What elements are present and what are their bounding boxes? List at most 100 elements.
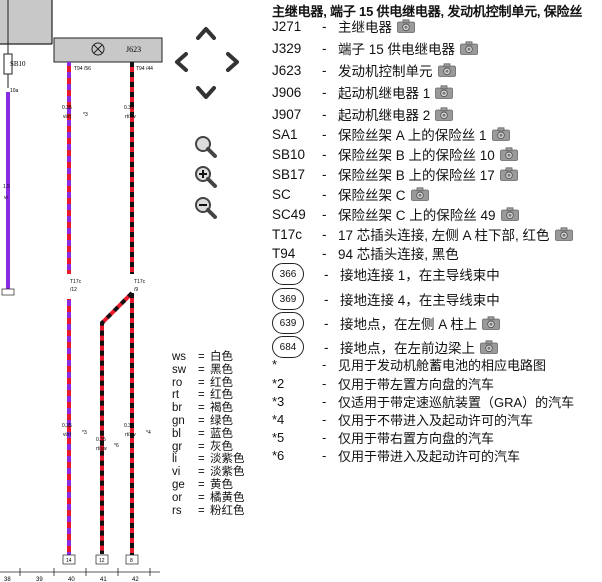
legend-code: li bbox=[172, 453, 178, 466]
ecu-box bbox=[53, 37, 163, 63]
component-description: 17 芯插头连接, 左侧 A 柱下部, 红色 bbox=[338, 228, 550, 243]
component-code: J906 bbox=[272, 84, 302, 100]
svg-text:vi: vi bbox=[4, 195, 8, 201]
legend-row: br=褐色 bbox=[172, 402, 245, 415]
svg-text:0.35: 0.35 bbox=[124, 423, 134, 429]
legend-color-name: 灰色 bbox=[210, 440, 233, 453]
ground-entry: 684-接地点，在左前边梁上 bbox=[272, 335, 498, 359]
legend-row: bl=蓝色 bbox=[172, 428, 245, 441]
component-entry: SA1 -保险丝架 A 上的保险丝 1 bbox=[272, 124, 510, 144]
legend-row: vi=淡紫色 bbox=[172, 466, 245, 479]
entry-separator: - bbox=[322, 429, 327, 445]
zoom-out-icon[interactable] bbox=[193, 195, 219, 221]
camera-icon[interactable] bbox=[397, 19, 415, 33]
svg-text:SB10: SB10 bbox=[10, 60, 26, 68]
component-description: 保险丝架 A 上的保险丝 1 bbox=[338, 128, 487, 143]
component-code: T94 bbox=[272, 245, 296, 261]
svg-text:T17c: T17c bbox=[134, 279, 146, 285]
svg-text:0.35: 0.35 bbox=[62, 423, 72, 429]
ground-entry: 366-接地连接 1，在主导线束中 bbox=[272, 262, 500, 286]
entry-separator: - bbox=[322, 226, 327, 242]
legend-separator: = bbox=[198, 414, 205, 427]
svg-text:0.35: 0.35 bbox=[96, 437, 106, 443]
chevron-right-icon[interactable] bbox=[220, 49, 246, 75]
component-entry: SC-保险丝架 C bbox=[272, 184, 429, 204]
component-code: SC bbox=[272, 186, 291, 202]
component-description: 保险丝架 B 上的保险丝 17 bbox=[338, 168, 495, 183]
camera-icon[interactable] bbox=[554, 227, 573, 241]
camera-icon[interactable] bbox=[491, 127, 510, 141]
svg-text:*4: *4 bbox=[146, 430, 151, 436]
ground-badge: 366 bbox=[272, 263, 304, 285]
footnote-text: 仅用于带右置方向盘的汽车 bbox=[338, 430, 495, 446]
entry-separator: - bbox=[322, 126, 327, 142]
chevron-left-icon[interactable] bbox=[168, 49, 194, 75]
entry-separator: - bbox=[322, 375, 327, 391]
component-description: 保险丝架 C 上的保险丝 49 bbox=[338, 208, 496, 223]
entry-separator: - bbox=[322, 84, 327, 100]
entry-separator: - bbox=[322, 146, 327, 162]
svg-text:8: 8 bbox=[130, 558, 133, 564]
svg-text:*3: *3 bbox=[83, 112, 88, 118]
wiring-diagram: J623 SB10 10a 1.5 vi T94 /56 0.35 vi/rt … bbox=[0, 0, 163, 582]
legend-row: sw=黑色 bbox=[172, 364, 245, 377]
component-code: SB17 bbox=[272, 166, 306, 182]
component-entry: J329-端子 15 供电继电器 bbox=[272, 38, 478, 58]
legend-row: ws=白色 bbox=[172, 351, 245, 364]
legend-code: gr bbox=[172, 440, 183, 453]
entry-separator: - bbox=[322, 18, 327, 34]
svg-text:/9: /9 bbox=[134, 287, 138, 293]
legend-code: ro bbox=[172, 376, 183, 389]
svg-text:/12: /12 bbox=[70, 287, 77, 293]
entry-separator: - bbox=[324, 339, 329, 355]
entry-separator: - bbox=[322, 356, 327, 372]
component-description: 发动机控制单元 bbox=[338, 64, 433, 79]
component-code: SB10 bbox=[272, 146, 306, 162]
fuse-sb10 bbox=[3, 53, 13, 75]
legend-color-name: 橘黄色 bbox=[210, 491, 245, 504]
chevron-down-icon[interactable] bbox=[193, 80, 219, 106]
svg-text:*3: *3 bbox=[82, 430, 87, 436]
magnifier-icon[interactable] bbox=[193, 134, 219, 160]
legend-code: ge bbox=[172, 478, 185, 491]
legend-color-name: 粉红色 bbox=[210, 504, 245, 517]
camera-icon[interactable] bbox=[500, 207, 519, 221]
camera-icon[interactable] bbox=[480, 340, 498, 354]
svg-text:39: 39 bbox=[36, 577, 43, 582]
camera-icon[interactable] bbox=[435, 107, 454, 121]
legend-separator: = bbox=[198, 351, 205, 363]
camera-icon[interactable] bbox=[460, 41, 478, 55]
legend-row: rs=粉红色 bbox=[172, 505, 245, 518]
component-entry: J623-发动机控制单元 bbox=[272, 60, 456, 80]
camera-icon[interactable] bbox=[410, 187, 429, 201]
footnote-entry: *6-仅用于带进入及起动许可的汽车 bbox=[272, 445, 520, 465]
legend-separator: = bbox=[198, 402, 205, 415]
legend-row: or=橘黄色 bbox=[172, 492, 245, 505]
legend-separator: = bbox=[198, 504, 205, 517]
legend-color-name: 白色 bbox=[210, 351, 233, 363]
ground-badge: 684 bbox=[272, 336, 304, 358]
camera-icon[interactable] bbox=[499, 167, 518, 181]
page-numbers: 38 39 40 41 42 bbox=[4, 577, 139, 582]
component-entry: J907-起动机继电器 2 bbox=[272, 104, 454, 124]
camera-icon[interactable] bbox=[499, 147, 518, 161]
camera-icon[interactable] bbox=[435, 85, 454, 99]
legend-color-name: 褐色 bbox=[210, 402, 233, 415]
footnote-entry: *4-仅用于不带进入及起动许可的汽车 bbox=[272, 409, 533, 429]
component-description: 主继电器 bbox=[338, 20, 392, 35]
fuse-panel bbox=[0, 0, 52, 44]
legend-separator: = bbox=[198, 376, 205, 389]
entry-separator: - bbox=[322, 206, 327, 222]
component-code: SA1 bbox=[272, 126, 298, 142]
camera-icon[interactable] bbox=[437, 63, 456, 77]
legend-color-name: 淡紫色 bbox=[210, 466, 245, 479]
entry-separator: - bbox=[322, 245, 327, 261]
component-description: 94 芯插头连接, 黑色 bbox=[338, 247, 459, 262]
footnote-text: 仅适用于带定速巡航装置（GRA）的汽车 bbox=[338, 394, 575, 410]
camera-icon[interactable] bbox=[482, 316, 501, 330]
ground-entry: 639-接地点，在左侧 A 柱上 bbox=[272, 311, 501, 335]
zoom-in-icon[interactable] bbox=[193, 164, 219, 190]
ground-badge: 369 bbox=[272, 288, 304, 310]
entry-separator: - bbox=[322, 62, 327, 78]
chevron-up-icon[interactable] bbox=[193, 20, 219, 46]
